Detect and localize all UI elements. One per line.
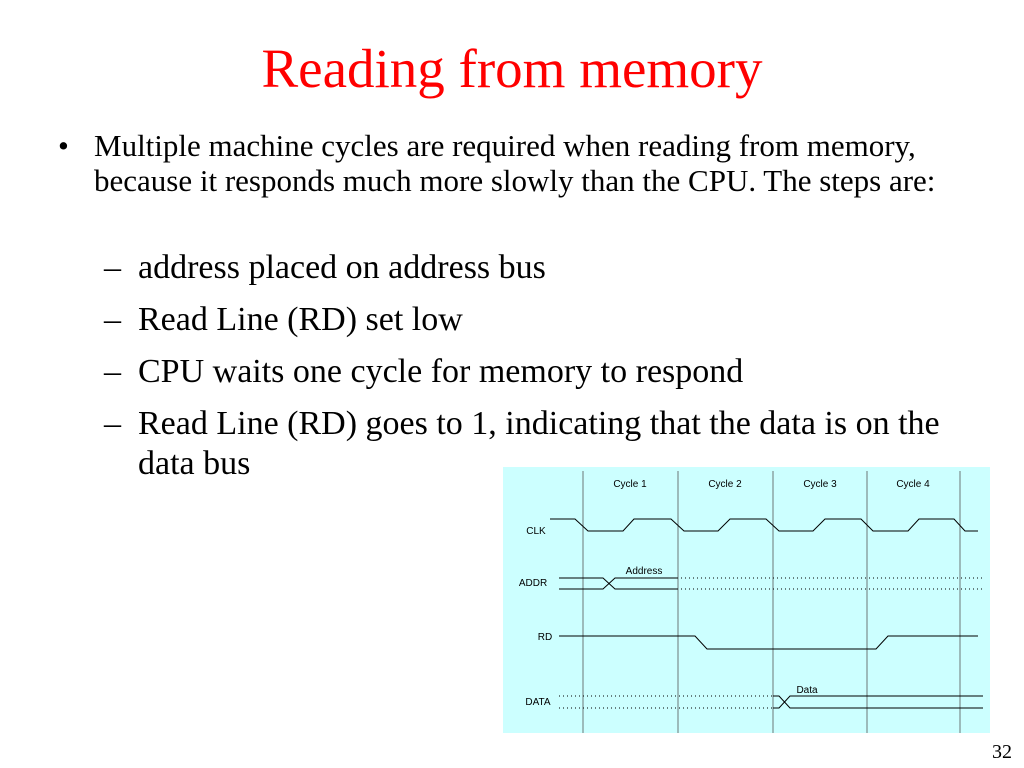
dash-icon: – xyxy=(104,405,121,442)
addr-line-low xyxy=(559,577,678,590)
page-number: 32 xyxy=(992,741,1012,763)
bullet-point: • Multiple machine cycles are required w… xyxy=(58,128,958,198)
cycle-label: Cycle 4 xyxy=(896,479,930,490)
clk-waveform xyxy=(550,518,978,532)
cycle-dividers xyxy=(582,471,961,733)
step-item: – Read Line (RD) set low xyxy=(104,300,954,340)
step-text: CPU waits one cycle for memory to respon… xyxy=(138,353,744,390)
address-label: Address xyxy=(626,566,663,577)
data-dotted xyxy=(559,695,773,709)
step-text: Read Line (RD) goes to 1, indicating tha… xyxy=(138,405,940,482)
bullet-icon: • xyxy=(58,128,69,163)
signal-label-clk: CLK xyxy=(526,526,546,537)
data-waveform xyxy=(773,695,983,709)
addr-line-high xyxy=(559,577,678,590)
step-item: – Read Line (RD) goes to 1, indicating t… xyxy=(104,404,954,484)
dash-icon: – xyxy=(104,301,121,338)
data-line-high xyxy=(773,695,983,709)
slide-title: Reading from memory xyxy=(261,38,763,99)
cycle-label: Cycle 3 xyxy=(803,479,837,490)
addr-dotted xyxy=(681,577,983,590)
step-text: address placed on address bus xyxy=(138,249,546,286)
signal-label-data: DATA xyxy=(525,697,551,708)
step-item: – address placed on address bus xyxy=(104,248,954,288)
timing-diagram-svg: Cycle 1 Cycle 2 Cycle 3 Cycle 4 CLK ADDR… xyxy=(519,471,983,733)
dash-icon: – xyxy=(104,249,121,286)
step-item: – CPU waits one cycle for memory to resp… xyxy=(104,352,954,392)
timing-diagram: Cycle 1 Cycle 2 Cycle 3 Cycle 4 CLK ADDR… xyxy=(503,467,990,733)
addr-waveform xyxy=(559,577,678,590)
data-label: Data xyxy=(796,685,818,696)
data-line-low xyxy=(773,695,983,709)
signal-label-addr: ADDR xyxy=(519,578,547,589)
cycle-label: Cycle 1 xyxy=(613,479,647,490)
signal-label-rd: RD xyxy=(538,632,552,643)
cycle-label: Cycle 2 xyxy=(708,479,742,490)
rd-waveform xyxy=(559,635,978,650)
bullet-text: Multiple machine cycles are required whe… xyxy=(94,128,936,198)
dash-icon: – xyxy=(104,353,121,390)
step-text: Read Line (RD) set low xyxy=(138,301,463,338)
steps-list: – address placed on address bus – Read L… xyxy=(104,248,954,496)
